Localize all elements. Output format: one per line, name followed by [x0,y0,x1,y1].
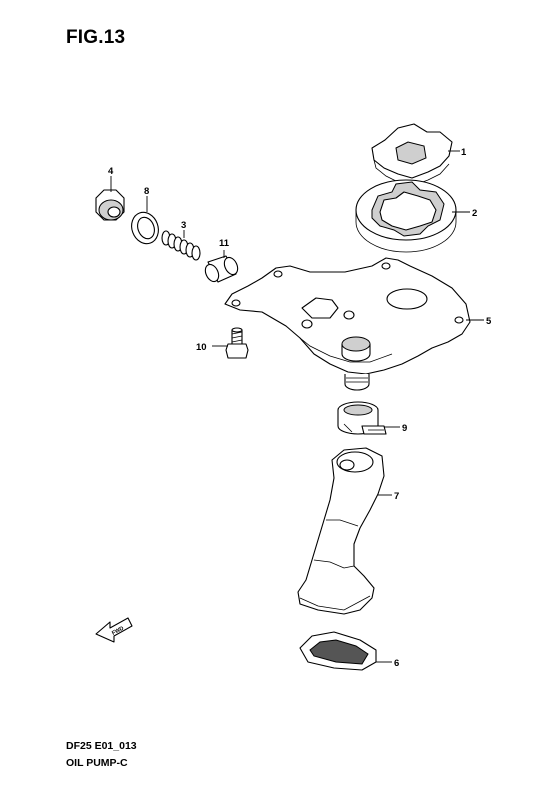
bolt [225,327,249,359]
pump-case [224,257,471,391]
forward-arrow-label: FWD [111,626,125,637]
callout-6: 6 [394,658,399,669]
callout-10: 10 [196,342,207,353]
plug [95,189,125,221]
callout-7: 7 [394,491,399,502]
hose-clip [337,401,387,435]
relief-valve [204,255,239,283]
diagram-name: OIL PUMP-C [66,757,128,769]
callout-2: 2 [472,208,477,219]
figure-title: FIG.13 [66,27,126,48]
callout-1: 1 [461,147,467,158]
callout-11: 11 [219,238,230,249]
diagram-code: DF25 E01_013 [66,740,137,752]
callout-leaders [110,150,484,663]
oil-strainer [297,447,385,615]
callout-3: 3 [181,220,186,231]
washer [131,211,159,245]
callout-numbers: 1 2 3 4 5 6 7 8 9 10 11 [108,147,492,669]
callout-8: 8 [144,186,149,197]
strainer-screen [299,631,377,671]
relief-spring [161,230,201,261]
inner-rotor [371,123,453,187]
callout-4: 4 [108,166,114,177]
forward-direction-arrow: FWD [95,617,133,643]
callout-5: 5 [486,316,492,327]
callout-9: 9 [402,423,407,434]
outer-rotor [355,179,457,253]
